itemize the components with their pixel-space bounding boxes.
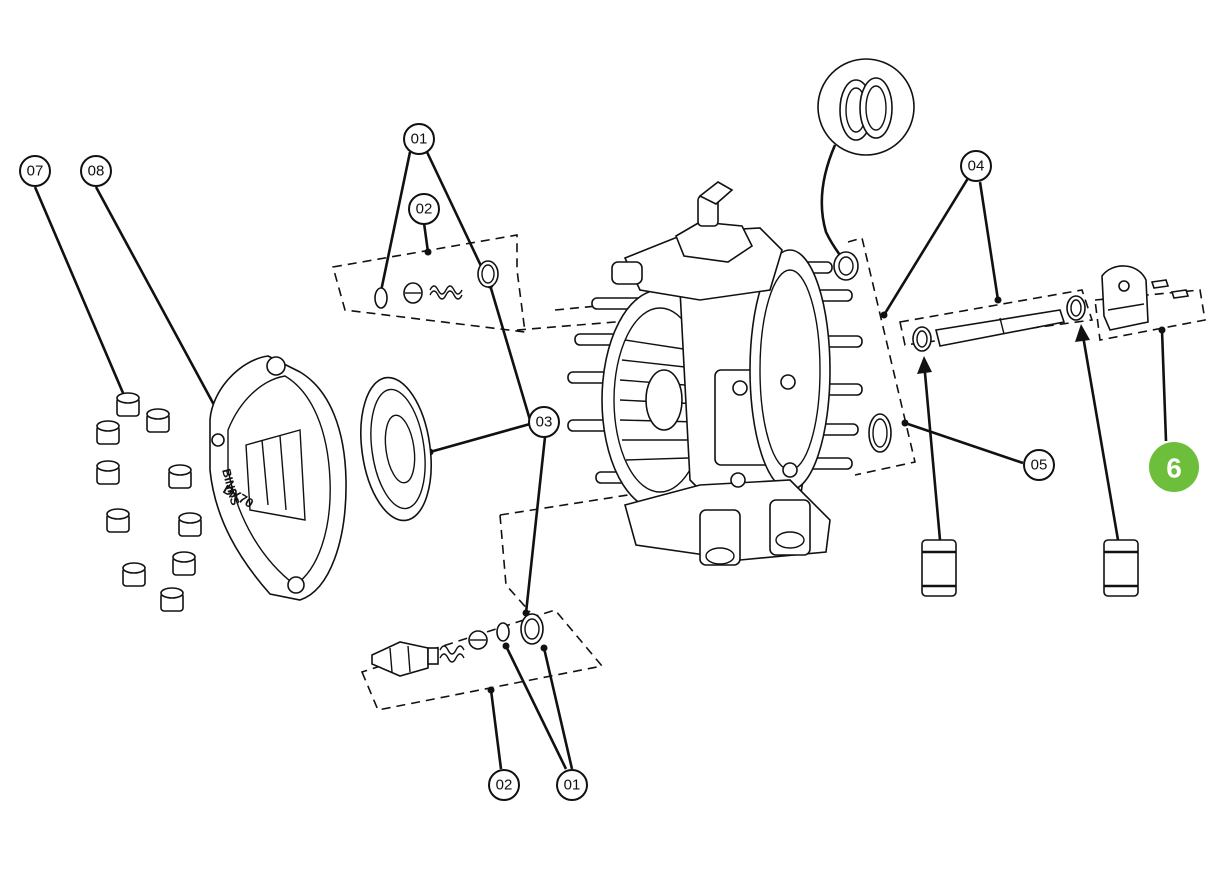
- shaft-assembly: [912, 295, 1086, 352]
- callout-02-top: 02: [408, 193, 440, 225]
- callout-01-bottom: 01: [556, 769, 588, 801]
- callout-07: 07: [19, 155, 51, 187]
- leader-lines: [33, 144, 1168, 770]
- top-check-valve-parts: [374, 260, 499, 309]
- callout-07-label: 07: [27, 163, 44, 180]
- callout-04-label: 04: [968, 158, 985, 175]
- pump-body: [567, 181, 863, 566]
- callout-03: 03: [528, 406, 560, 438]
- nut-set: [96, 392, 202, 612]
- callout-05: 05: [1023, 449, 1055, 481]
- seal-detail-inset: [817, 58, 915, 156]
- callout-01-top-label: 01: [411, 131, 428, 148]
- item-number-badge: 6: [1149, 442, 1199, 492]
- callout-01-bottom-label: 01: [564, 777, 581, 794]
- flange-seals: [833, 251, 892, 453]
- group-outlines: [331, 234, 1206, 711]
- sleeve-parts: [917, 324, 1139, 597]
- diaphragm: [360, 376, 432, 522]
- callout-08-label: 08: [88, 163, 105, 180]
- callout-02-bottom: 02: [488, 769, 520, 801]
- callout-02-bottom-label: 02: [496, 777, 513, 794]
- callout-01-top: 01: [403, 123, 435, 155]
- callout-02-top-label: 02: [416, 201, 433, 218]
- callout-03-label: 03: [536, 414, 553, 431]
- callout-04: 04: [960, 150, 992, 182]
- callout-08: 08: [80, 155, 112, 187]
- callout-05-label: 05: [1031, 457, 1048, 474]
- bottom-check-valve-parts: [371, 613, 544, 677]
- fluid-cover: BINKS DX70: [209, 355, 347, 601]
- badge-label: 6: [1166, 453, 1182, 484]
- end-cap-plate: [1101, 265, 1190, 331]
